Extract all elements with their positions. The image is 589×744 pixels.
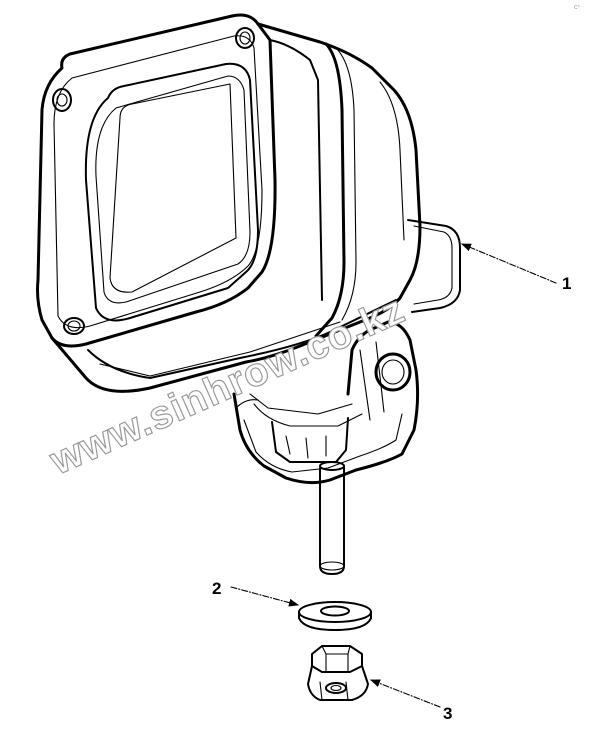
hex-nut [307, 645, 369, 701]
mounting-bracket [232, 320, 420, 485]
callout-3: 3 [370, 679, 452, 723]
callout-1: 1 [461, 243, 571, 293]
callout-3-label: 3 [443, 704, 452, 723]
mounting-stud [319, 461, 345, 575]
work-lamp-housing [36, 13, 461, 393]
callout-2-label: 2 [212, 579, 221, 598]
flat-washer [298, 601, 372, 631]
callout-2-leader [230, 586, 299, 607]
corner-mark: C° [574, 5, 580, 11]
callout-3-leader [370, 679, 441, 708]
callout-2: 2 [212, 579, 299, 607]
callout-1-leader [461, 243, 557, 284]
callout-1-label: 1 [562, 274, 571, 293]
